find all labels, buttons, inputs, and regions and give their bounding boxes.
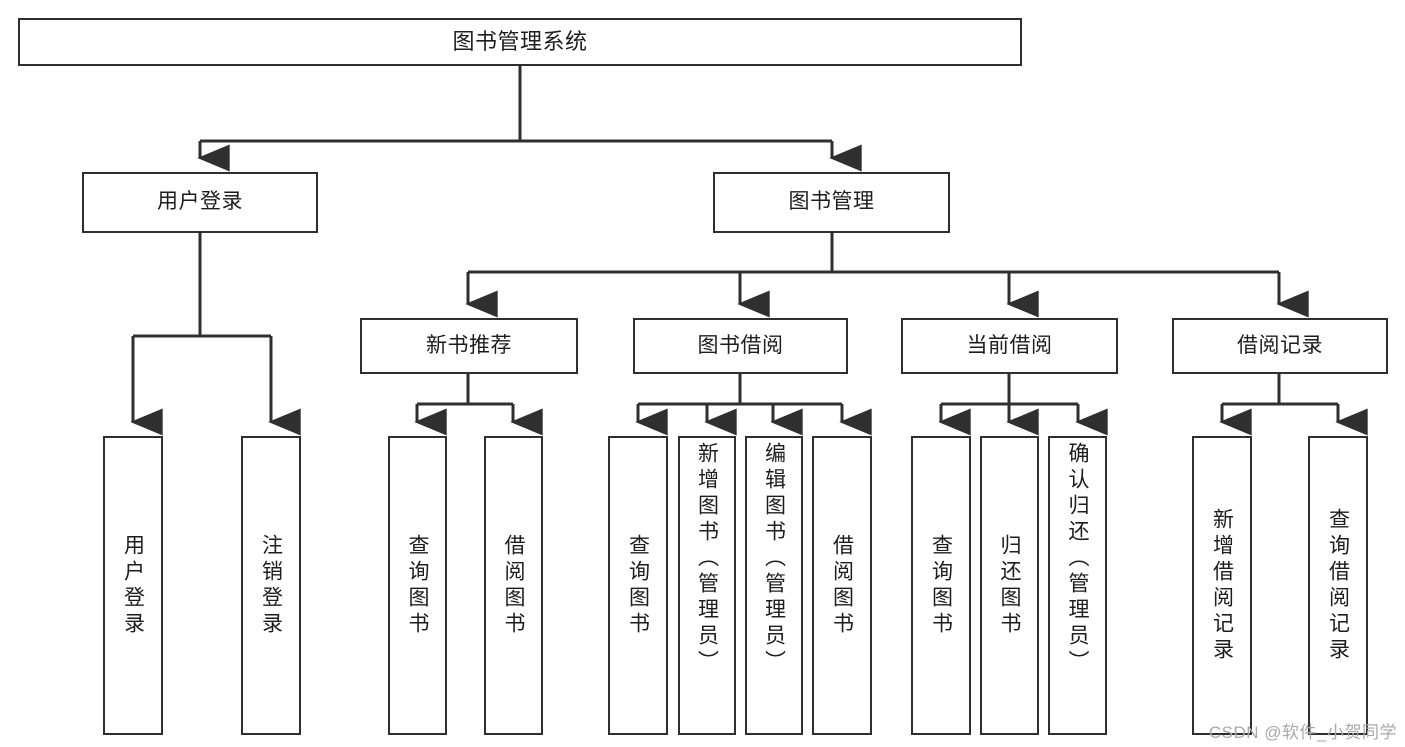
leaf-record-add[interactable]: 新增借阅记录: [1192, 436, 1252, 735]
watermark: CSDN @软件_小贺同学: [1208, 723, 1397, 742]
node-current-borrow[interactable]: 当前借阅: [901, 318, 1118, 374]
leaf-borrow-borrow-book[interactable]: 借阅图书: [812, 436, 872, 735]
node-label: 归还图书: [998, 533, 1021, 638]
node-label: 图书管理: [788, 190, 875, 214]
leaf-user-login[interactable]: 用户登录: [103, 436, 163, 735]
leaf-current-confirm-return-admin[interactable]: 确认归还（管理员）: [1048, 436, 1107, 735]
leaf-recommend-query-book[interactable]: 查询图书: [388, 436, 447, 735]
node-book-borrow[interactable]: 图书借阅: [633, 318, 848, 374]
node-new-book-recommend[interactable]: 新书推荐: [360, 318, 578, 374]
leaf-borrow-edit-book-admin[interactable]: 编辑图书（管理员）: [745, 436, 803, 735]
node-label: 借阅图书: [502, 533, 525, 638]
node-label: 查询图书: [406, 533, 429, 638]
node-label: 查询借阅记录: [1326, 507, 1350, 664]
node-label: 查询图书: [929, 533, 953, 638]
leaf-borrow-query-book[interactable]: 查询图书: [608, 436, 668, 735]
leaf-current-return-book[interactable]: 归还图书: [980, 436, 1039, 735]
node-root-system[interactable]: 图书管理系统: [18, 18, 1022, 66]
leaf-current-query-book[interactable]: 查询图书: [911, 436, 971, 735]
node-label: 查询图书: [626, 533, 650, 638]
node-book-management[interactable]: 图书管理: [713, 172, 950, 233]
leaf-recommend-borrow-book[interactable]: 借阅图书: [484, 436, 543, 735]
node-label: 编辑图书（管理员）: [762, 442, 786, 676]
node-label: 新书推荐: [426, 333, 512, 357]
node-borrow-record[interactable]: 借阅记录: [1172, 318, 1388, 374]
node-label: 图书借阅: [697, 333, 784, 357]
leaf-logout[interactable]: 注销登录: [241, 436, 301, 735]
node-user-login[interactable]: 用户登录: [82, 172, 318, 233]
leaf-borrow-add-book-admin[interactable]: 新增图书（管理员）: [678, 436, 736, 735]
node-label: 借阅图书: [830, 533, 854, 638]
node-label: 当前借阅: [966, 333, 1053, 357]
node-label: 借阅记录: [1237, 333, 1323, 357]
node-label: 图书管理系统: [452, 29, 588, 55]
node-label: 用户登录: [121, 533, 145, 638]
leaf-record-query[interactable]: 查询借阅记录: [1308, 436, 1368, 735]
node-label: 注销登录: [259, 533, 283, 638]
node-label: 用户登录: [157, 190, 243, 214]
node-label: 新增图书（管理员）: [695, 442, 719, 676]
node-label: 新增借阅记录: [1210, 507, 1234, 664]
node-label: 确认归还（管理员）: [1066, 442, 1089, 676]
